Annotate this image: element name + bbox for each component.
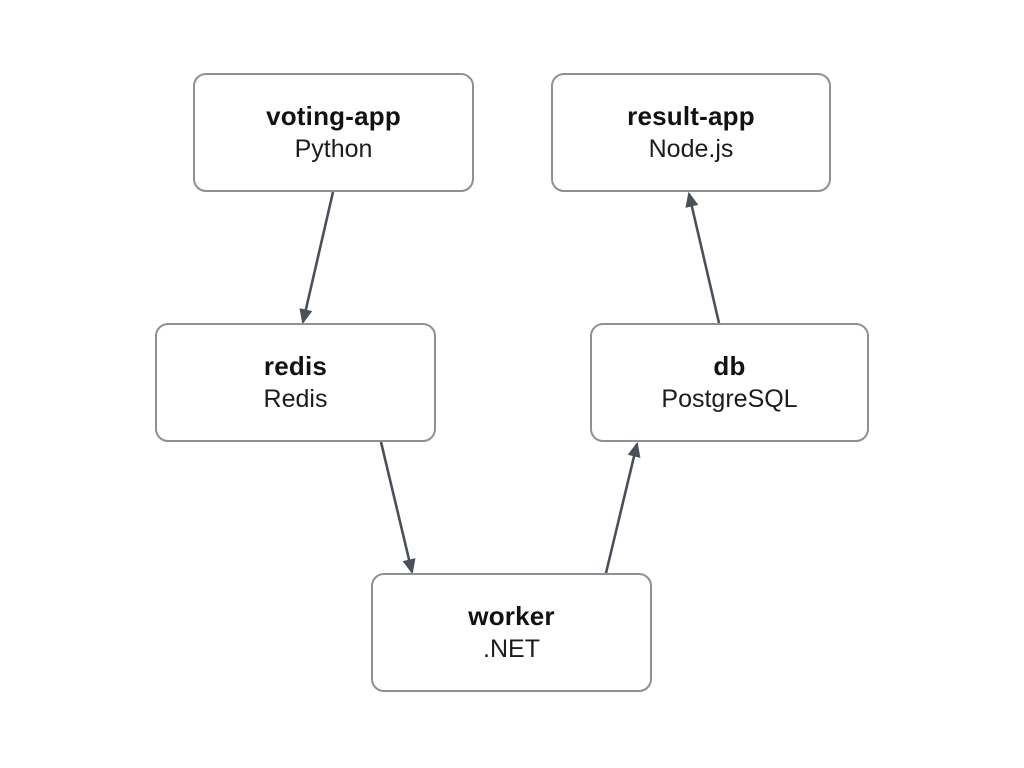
edge-group bbox=[299, 191, 721, 575]
node-subtitle: Python bbox=[294, 134, 373, 163]
node-subtitle: PostgreSQL bbox=[661, 384, 798, 413]
diagram-node-worker: worker .NET bbox=[371, 573, 652, 692]
node-title: voting-app bbox=[266, 101, 401, 131]
node-subtitle: Redis bbox=[263, 384, 328, 413]
node-subtitle: .NET bbox=[483, 634, 540, 663]
edge-redis-to-worker bbox=[379, 441, 416, 575]
node-title: worker bbox=[468, 601, 555, 631]
node-subtitle: Node.js bbox=[648, 134, 734, 163]
node-title: redis bbox=[263, 351, 328, 381]
node-title: result-app bbox=[627, 101, 755, 131]
node-title: db bbox=[713, 351, 746, 381]
edge-worker-to-db bbox=[604, 441, 641, 574]
edge-db-to-result-app bbox=[685, 191, 721, 324]
edge-voting-app-to-redis bbox=[299, 191, 335, 325]
